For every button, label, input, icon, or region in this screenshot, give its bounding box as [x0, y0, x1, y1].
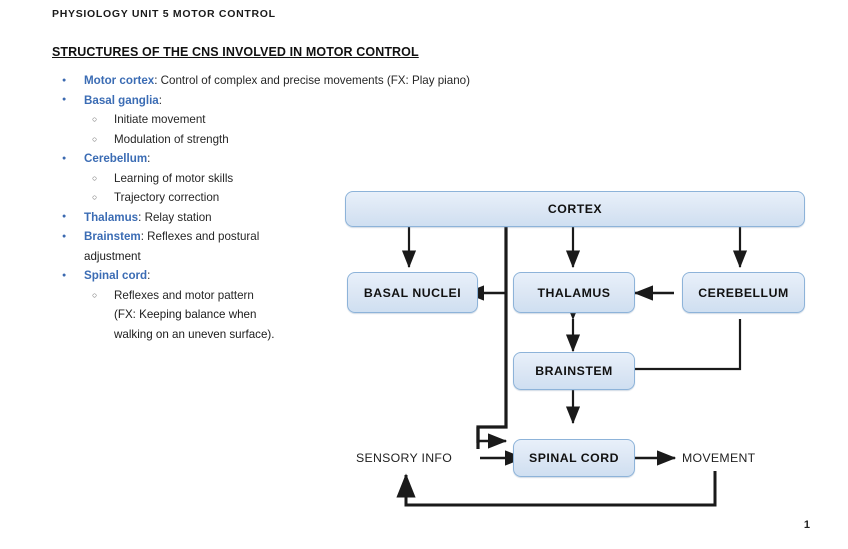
list-item-text: :: [147, 152, 151, 165]
list-item: Motor cortex: Control of complex and pre…: [52, 71, 644, 91]
list-item-text: : Relay station: [138, 210, 212, 224]
node-basal-nuclei-label: BASAL NUCLEI: [363, 285, 462, 300]
node-basal-nuclei[interactable]: BASAL NUCLEI: [347, 272, 478, 313]
line-cerebellum-to-brainstem: [635, 319, 742, 371]
list-item-term: Cerebellum: [84, 152, 148, 165]
document-header: PHYSIOLOGY UNIT 5 MOTOR CONTROL: [52, 8, 276, 20]
list-item-continuation: walking on an uneven surface).: [114, 327, 275, 341]
label-sensory-info: SENSORY INFO: [356, 451, 453, 465]
node-spinal-cord-label: SPINAL CORD: [529, 451, 619, 465]
list-item: Reflexes and motor pattern: [52, 286, 352, 306]
list-item: Cerebellum:: [52, 149, 352, 169]
node-thalamus[interactable]: THALAMUS: [513, 272, 635, 313]
list-item-continuation: adjustment: [84, 249, 141, 263]
list-item: Basal ganglia:: [52, 90, 352, 111]
motor-control-flow-diagram: CORTEX BASAL NUCLEI THALAMUS CEREBELLUM …: [330, 175, 830, 515]
list-item: Spinal cord:: [52, 266, 352, 286]
list-item-term: Brainstem: [84, 230, 141, 243]
node-cortex[interactable]: CORTEX: [345, 191, 805, 227]
list-item-text: Reflexes and motor pattern: [114, 288, 254, 302]
list-item: Brainstem: Reflexes and postural: [52, 227, 352, 247]
list-item-continuation: (FX: Keeping balance when: [114, 308, 257, 321]
list-item-text: :: [147, 269, 151, 282]
list-item-text: Modulation of strength: [114, 132, 229, 146]
node-cortex-label: CORTEX: [547, 202, 603, 216]
list-item: Modulation of strength: [52, 130, 352, 150]
list-item: Learning of motor skills: [52, 169, 352, 189]
list-item-text: :: [158, 93, 162, 107]
list-item-text: : Control of complex and precise movemen…: [154, 74, 470, 87]
node-spinal-cord[interactable]: SPINAL CORD: [513, 439, 635, 477]
node-cerebellum[interactable]: CEREBELLUM: [682, 272, 805, 313]
node-thalamus-label: THALAMUS: [537, 285, 611, 300]
list-item-term: Motor cortex: [84, 74, 155, 87]
page-number: 1: [803, 519, 810, 531]
list-item-term: Thalamus: [84, 210, 139, 224]
arrow-movement-feedback-to-sensory: [396, 471, 717, 507]
list-item-term: Basal ganglia: [84, 93, 159, 107]
list-item: Initiate movement: [52, 110, 352, 130]
list-item: Trajectory correction: [52, 188, 352, 208]
list-item-term: Spinal cord: [84, 269, 148, 282]
diagram-connectors: [396, 225, 748, 507]
list-item-text: Initiate movement: [114, 113, 206, 126]
list-item-text: Trajectory correction: [114, 191, 220, 204]
page-title: STRUCTURES OF THE CNS INVOLVED IN MOTOR …: [52, 45, 419, 59]
list-item-text: Learning of motor skills: [114, 171, 234, 185]
list-item-text: : Reflexes and postural: [140, 230, 260, 243]
list-item: Thalamus: Relay station: [52, 207, 352, 228]
node-brainstem-label: BRAINSTEM: [535, 364, 613, 378]
label-movement: MOVEMENT: [682, 451, 756, 465]
node-cerebellum-label: CEREBELLUM: [698, 285, 789, 300]
notes-list: Motor cortex: Control of complex and pre…: [52, 71, 470, 344]
node-brainstem[interactable]: BRAINSTEM: [513, 352, 635, 390]
